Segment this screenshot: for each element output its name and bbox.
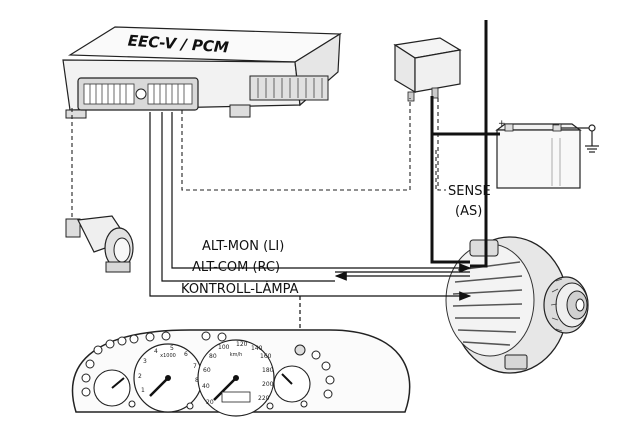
fuel-gauge	[93, 369, 131, 407]
kontroll-lampa-wire	[149, 112, 472, 301]
speedo-tick-180: 180	[262, 367, 274, 374]
temp-gauge	[273, 365, 311, 403]
speedo-unit: km/h	[230, 352, 243, 358]
instrument-cluster: x1000 1 2 3 4 5 6 7 8 km/h 20 40 60 80	[71, 329, 411, 417]
kontroll-lampa-label: KONTROLL-LÁMPA	[181, 281, 299, 297]
dashed-signal-wires	[71, 98, 446, 218]
warning-lamps	[81, 331, 335, 410]
tachometer: x1000 1 2 3 4 5 6 7 8	[133, 343, 203, 413]
tacho-tick-2: 2	[138, 373, 142, 380]
speedo-tick-200: 200	[262, 381, 274, 388]
battery-plus-label: +	[498, 119, 506, 129]
signal-wires	[149, 112, 472, 350]
power-wires	[430, 20, 500, 268]
alternator	[445, 236, 589, 374]
speedo-tick-100: 100	[218, 344, 230, 351]
speedometer: km/h 20 40 60 80 100 120 140 160 180 200…	[197, 339, 275, 417]
speedo-tick-160: 160	[260, 353, 272, 360]
speedo-tick-220: 220	[258, 395, 270, 402]
relay	[393, 37, 462, 102]
battery-minus-label: −	[552, 120, 560, 131]
ecu-connector	[77, 77, 199, 111]
tacho-tick-4: 4	[154, 348, 158, 355]
speedo-tick-60: 60	[203, 367, 211, 374]
speedo-tick-120: 120	[236, 341, 248, 348]
ecu-module: EEC-V / PCM	[62, 26, 343, 119]
alt-mon-label: ALT-MON (LI)	[202, 239, 284, 254]
speedo-tick-20: 20	[206, 399, 214, 406]
alt-com-wire	[161, 112, 335, 282]
ground-symbol	[561, 124, 599, 153]
tacho-tick-8: 8	[195, 377, 199, 384]
tacho-tick-3: 3	[143, 358, 147, 365]
tacho-tick-6: 6	[184, 351, 188, 358]
alt-mon-wire	[171, 112, 472, 273]
speedo-tick-80: 80	[209, 353, 217, 360]
speedo-tick-140: 140	[251, 345, 263, 352]
tacho-tick-5: 5	[170, 345, 174, 352]
sensor-component	[65, 215, 134, 273]
speedo-tick-40: 40	[202, 383, 210, 390]
tacho-unit: x1000	[160, 353, 176, 359]
tacho-tick-1: 1	[141, 387, 145, 394]
tacho-tick-7: 7	[193, 363, 197, 370]
alt-com-label: ALT-COM (RC)	[192, 260, 280, 275]
sense-code-label: (AS)	[455, 204, 482, 219]
sense-label: SENSE	[448, 184, 491, 199]
battery: + −	[495, 119, 582, 189]
alternator-pulley	[543, 276, 589, 334]
